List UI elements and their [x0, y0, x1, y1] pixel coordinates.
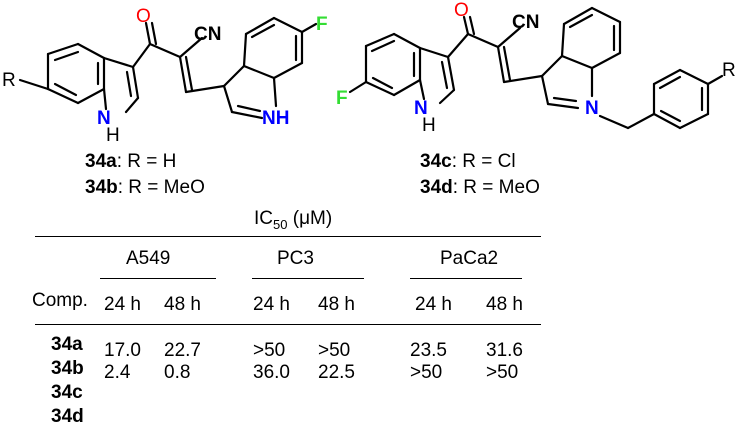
atom-n-benzyl: N [585, 98, 599, 119]
group-rule-pc3 [252, 278, 364, 279]
header-time: 48 h [486, 294, 523, 315]
table-cell: >50 [253, 340, 286, 361]
atom-r-right: R [722, 60, 736, 81]
structure-left: R O CN F N H NH [2, 6, 328, 146]
row-label-34a: 34a [51, 334, 83, 355]
table-cell: >50 [318, 340, 351, 361]
table-cell: 0.8 [164, 362, 191, 383]
compound-label-34c: 34c: R = Cl [420, 151, 516, 172]
group-rule-paca2 [410, 278, 522, 279]
header-comp: Comp. [32, 290, 88, 311]
header-bottom-rule [35, 324, 541, 325]
compound-label-34b: 34b: R = MeO [85, 177, 205, 198]
row-label-34d: 34d [51, 406, 84, 427]
table-cell: 23.5 [410, 340, 447, 361]
atom-nh-right: NH [262, 108, 289, 129]
atom-fluorine-right: F [336, 88, 348, 109]
structure-right: O CN F N H N R [336, 0, 736, 136]
atom-oxygen-left: O [136, 6, 151, 27]
chemical-structures: R O CN F N H NH 34a: R = H 34b: R = MeO [2, 0, 736, 198]
atom-nh-left-h: H [106, 125, 120, 146]
atom-cyano-right: CN [512, 12, 539, 33]
header-time: 24 h [253, 294, 290, 315]
table-cell: 22.5 [318, 362, 355, 383]
table-cell: 22.7 [164, 340, 201, 361]
atom-nh-right-n: N [414, 98, 428, 119]
table-title: IC50 (μM) [254, 208, 333, 232]
header-time: 24 h [415, 294, 452, 315]
atom-r-left: R [2, 70, 16, 91]
header-cell-line-pc3: PC3 [277, 248, 314, 269]
table-top-rule [35, 236, 541, 237]
table-cell: >50 [410, 362, 443, 383]
header-cell-line-paca2: PaCa2 [440, 248, 499, 269]
table-cell: >50 [486, 362, 519, 383]
group-rule-a549 [100, 278, 216, 279]
atom-nh-left-n: N [97, 108, 111, 129]
header-time: 48 h [164, 294, 201, 315]
row-label-34b: 34b [51, 358, 84, 379]
table-cell: 17.0 [104, 340, 141, 361]
compound-label-34a: 34a: R = H [85, 151, 176, 172]
table-cell: 31.6 [486, 340, 523, 361]
atom-oxygen-right: O [454, 0, 469, 21]
compound-label-34d: 34d: R = MeO [420, 177, 540, 198]
row-label-34c: 34c [51, 382, 83, 403]
header-time: 48 h [318, 294, 355, 315]
atom-fluorine-left: F [316, 14, 328, 35]
header-cell-line-a549: A549 [126, 248, 171, 269]
atom-cyano-left: CN [194, 24, 221, 45]
atom-nh-right-h: H [422, 115, 436, 136]
table-cell: 36.0 [253, 362, 290, 383]
table-cell: 2.4 [104, 362, 131, 383]
header-time: 24 h [104, 294, 141, 315]
